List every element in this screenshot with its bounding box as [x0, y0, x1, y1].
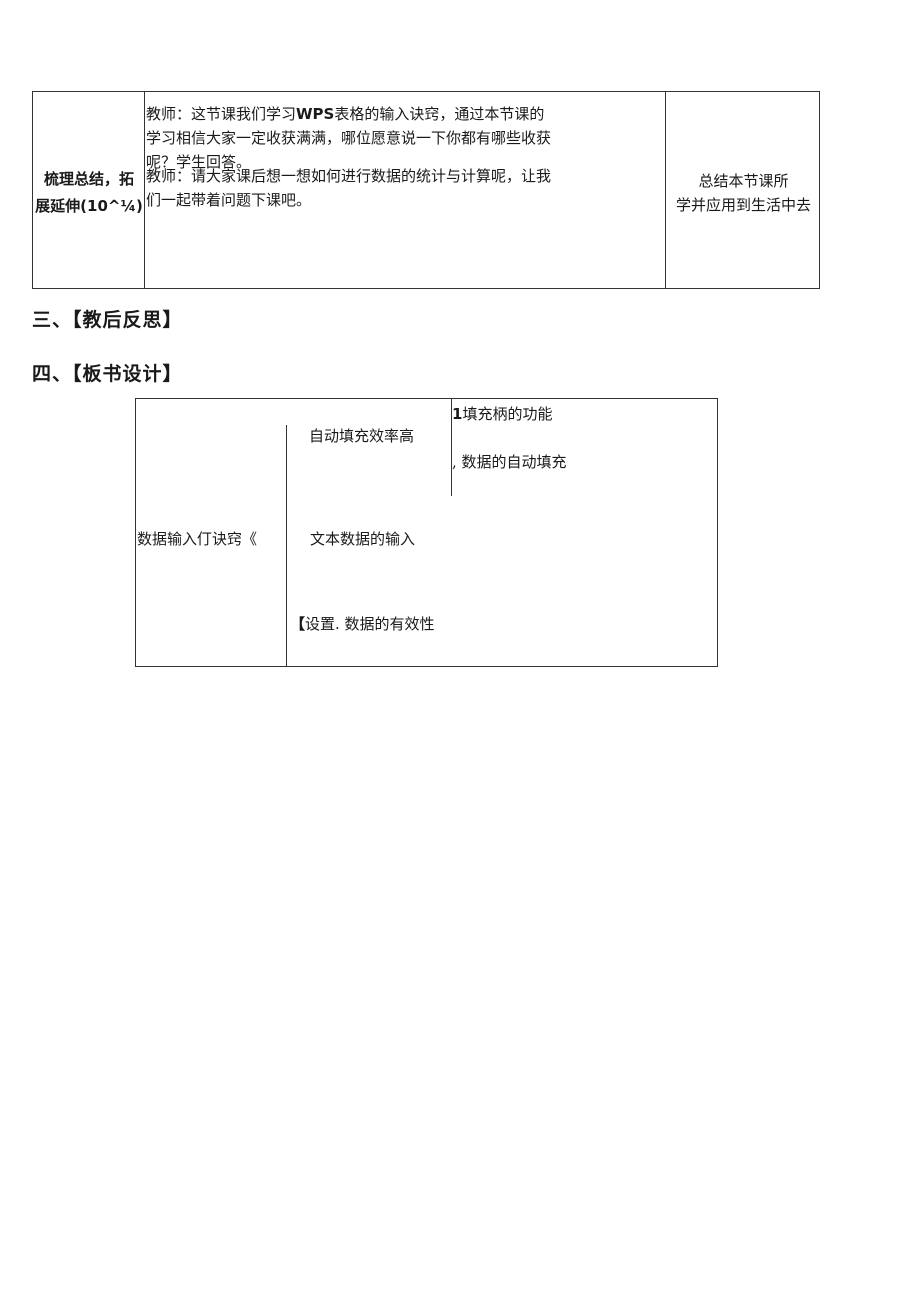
- board-fill-item-1: 1填充柄的功能: [452, 404, 552, 424]
- board-bracket-line: [451, 399, 452, 496]
- table-column-divider: [665, 92, 666, 288]
- teaching-aim-line: 总结本节课所: [698, 172, 789, 190]
- board-auto-fill: 自动填充效率高: [309, 427, 415, 445]
- board-main-topic: 数据输入仃诀窍《: [137, 530, 258, 548]
- board-fill-item-2: , 数据的自动填充: [452, 453, 567, 471]
- teaching-aim: 总结本节课所 学并应用到生活中去: [666, 169, 821, 217]
- item-text: 填充柄的功能: [462, 405, 553, 423]
- board-design-box: 数据输入仃诀窍《 自动填充效率高 1填充柄的功能 , 数据的自动填充 文本数据的…: [135, 398, 718, 667]
- wps-emphasis: WPS: [296, 105, 335, 123]
- section-heading-board-design: 四、【板书设计】: [32, 363, 183, 385]
- section-heading-reflection: 三、【教后反思】: [32, 309, 183, 331]
- teacher-text: 教师：这节课我们学习: [146, 105, 297, 123]
- teacher-paragraph-1: 教师：这节课我们学习WPS表格的输入诀窍，通过本节课的学习相信大家一定收获满满，…: [146, 102, 554, 174]
- board-validity: 【设置. 数据的有效性: [290, 614, 435, 634]
- board-text-input: 文本数据的输入: [310, 530, 416, 548]
- teacher-text: 表格的输入诀窍，通过本节课的学习相信大家一定收获满满，哪位愿意说一下你都有哪些收…: [146, 105, 552, 171]
- item-number: 1: [452, 405, 463, 423]
- board-bracket-line: [286, 425, 287, 666]
- stage-label: 梳理总结，拓 展延伸(10^¼): [33, 166, 145, 220]
- teaching-aim-line: 学并应用到生活中去: [675, 196, 811, 214]
- bracket-mark: 【: [290, 615, 306, 633]
- table-column-divider: [144, 92, 145, 288]
- teacher-paragraph-2: 教师：请大家课后想一想如何进行数据的统计与计算呢，让我们一起带着问题下课吧。: [146, 167, 552, 209]
- stage-label-line: 梳理总结，拓: [43, 170, 134, 188]
- stage-label-line: 展延伸(10^¼): [35, 197, 143, 215]
- validity-text: 设置. 数据的有效性: [305, 615, 435, 633]
- lesson-summary-table: 梳理总结，拓 展延伸(10^¼) 教师：这节课我们学习WPS表格的输入诀窍，通过…: [32, 91, 820, 289]
